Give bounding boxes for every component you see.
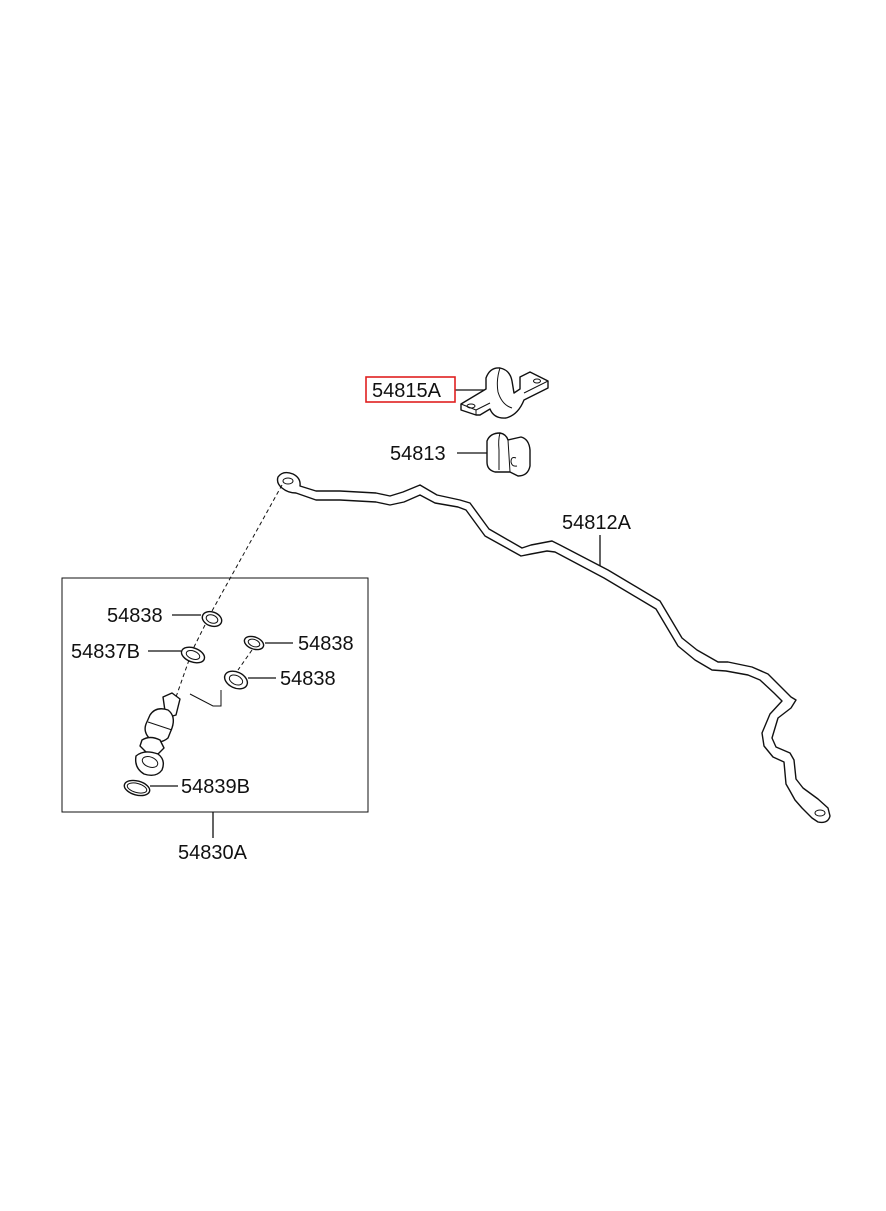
part-label-54813[interactable]: 54813 (390, 443, 446, 465)
washer-54838-upper-right[interactable] (243, 634, 266, 652)
part-label-54838-middle-right[interactable]: 54838 (280, 668, 336, 690)
boot-54837B[interactable] (179, 644, 206, 665)
connection-dashed-line (211, 484, 283, 612)
link-rod-body[interactable] (134, 690, 222, 777)
part-label-54838-upper-right[interactable]: 54838 (298, 633, 354, 655)
part-label-54812A[interactable]: 54812A (562, 512, 632, 534)
stabilizer-bar-54812A[interactable] (276, 471, 831, 824)
o-ring-54839B[interactable] (123, 778, 152, 798)
connection-dashed-line-2 (192, 624, 206, 650)
connection-dashed-line-3 (175, 659, 190, 698)
bushing-54813[interactable] (486, 432, 531, 477)
bracket-54815A[interactable] (460, 367, 549, 419)
part-label-54815A[interactable]: 54815A (372, 380, 442, 402)
washer-54838-upper-left[interactable] (200, 609, 224, 629)
highlight-box-54815A (365, 376, 456, 403)
part-label-54839B[interactable]: 54839B (181, 776, 250, 798)
part-label-54838-upper-left[interactable]: 54838 (107, 605, 163, 627)
part-label-54830A[interactable]: 54830A (178, 842, 248, 864)
washer-54838-middle-right[interactable] (222, 668, 251, 693)
part-label-54837B[interactable]: 54837B (71, 641, 140, 663)
connection-dashed-line-4 (237, 649, 253, 671)
assembly-box-54830A (61, 577, 369, 813)
